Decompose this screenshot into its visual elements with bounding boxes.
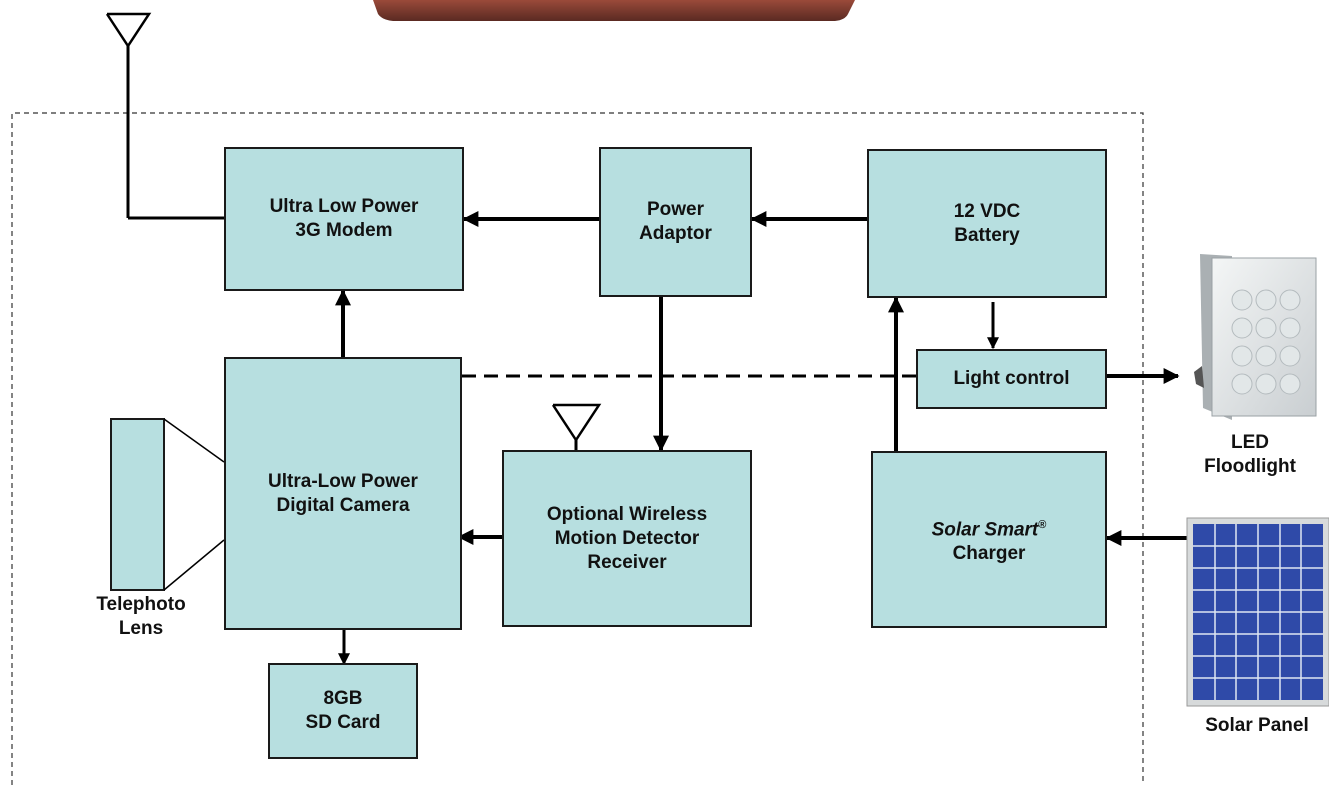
solar-charger-block: Solar Smart® Charger bbox=[871, 451, 1107, 628]
telephoto-lens-icon bbox=[110, 418, 225, 591]
antenna-icon bbox=[105, 12, 224, 220]
enclosure-case-icon bbox=[373, 0, 855, 21]
light-control-block: Light control bbox=[916, 349, 1107, 409]
antenna-icon bbox=[551, 403, 602, 450]
solar-panel-icon bbox=[1186, 517, 1329, 707]
led-floodlight-icon bbox=[1194, 254, 1317, 420]
solar-panel-label: Solar Panel bbox=[1205, 715, 1309, 736]
enclosure-boundary bbox=[11, 112, 1144, 785]
